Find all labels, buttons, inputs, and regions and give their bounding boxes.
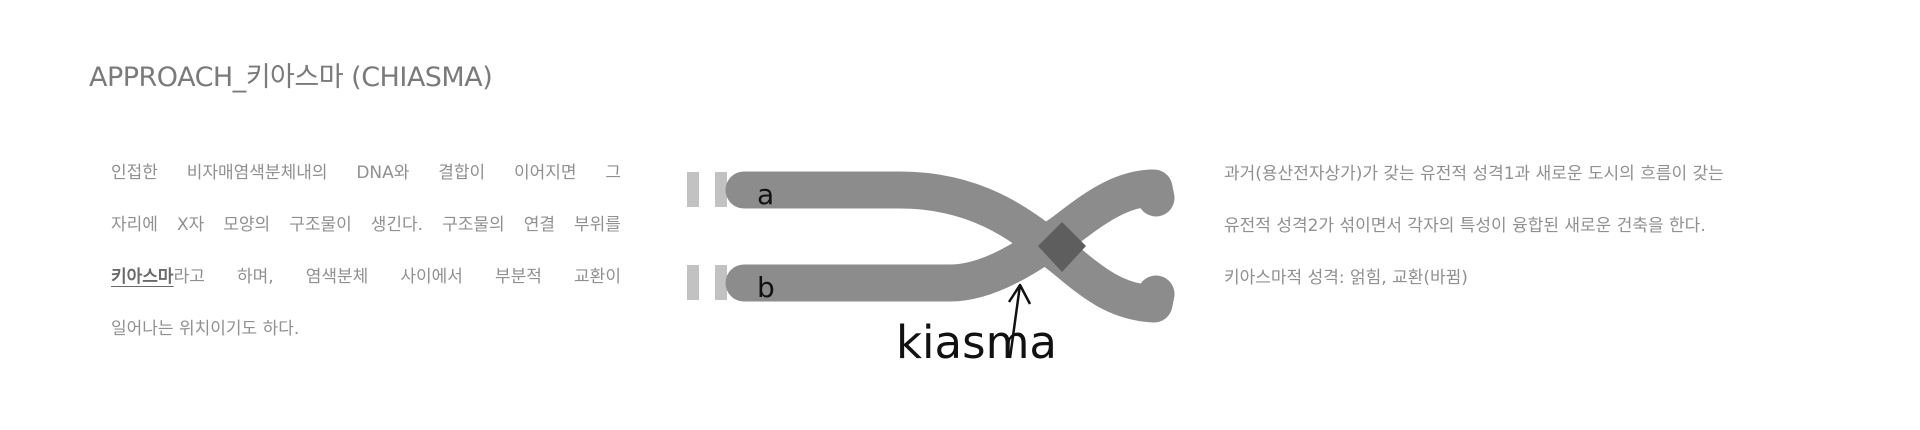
page-title: APPROACH_키아스마 (CHIASMA) [89, 62, 493, 93]
kiasma-pointer-arrow [1007, 283, 1032, 359]
definition-word: 염색분체 [305, 267, 369, 287]
definition-word: 사이에서 [400, 267, 463, 287]
strand-b-tick [687, 265, 699, 300]
definition-word: X자 [176, 215, 205, 235]
definition-word: 구조물의 [442, 215, 505, 235]
definition-word: 생긴다. [370, 215, 424, 235]
concept-line-2: 유전적 성격2가 섞이면서 각자의 특성이 융합된 새로운 건축을 한다. [1224, 216, 1706, 236]
concept-line-1: 과거(용산전자상가)가 갖는 유전적 성격1과 새로운 도시의 흐름이 갖는 [1224, 164, 1724, 184]
definition-word: 결합이 [438, 163, 486, 183]
definition-word: 이어지면 [513, 163, 577, 183]
strand-b-ticks [687, 265, 727, 300]
definition-word: 일어나는 위치이기도 하다. [111, 319, 300, 339]
definition-line-3: 키아스마라고 하며, 염색분체 사이에서 부분적 교환이 [111, 259, 621, 311]
definition-line-1: 인접한 비자매염색분체내의 DNA와 결합이 이어지면 그 [111, 155, 621, 207]
definition-word: 연결 [523, 215, 555, 235]
strand-a-tick [687, 172, 699, 207]
chiasma-crossing [1038, 222, 1086, 272]
definition-word: 키아스마라고 [111, 259, 205, 311]
strand-a-ticks [687, 172, 727, 207]
definition-word: 부위를 [573, 215, 621, 235]
definition-word: 부분적 [495, 267, 542, 287]
concept-line-3: 키아스마적 성격: 얽힘, 교환(바뀜) [1224, 268, 1468, 288]
chiasma-term: 키아스마 [111, 267, 174, 287]
strand-a-tick [715, 172, 727, 207]
definition-word: 인접한 [111, 163, 158, 183]
arrow-shaft [1008, 284, 1022, 359]
definition-word: 교환이 [574, 267, 621, 287]
definition-word-suffix: 라고 [173, 267, 205, 287]
definition-word: 비자매염색분체내의 [186, 163, 328, 183]
definition-word: 하며, [236, 267, 274, 287]
strand-b-tick [715, 265, 727, 300]
label-a: a [757, 178, 774, 211]
definition-word: 자리에 [111, 215, 158, 235]
definition-line-4: 일어나는 위치이기도 하다. [111, 311, 621, 363]
kiasma-label: kiasma [896, 316, 1057, 369]
definition-word: 그 [605, 163, 621, 183]
definition-word: 모양의 [223, 215, 271, 235]
definition-word: DNA와 [356, 163, 410, 183]
arrow-head-icon [1007, 283, 1032, 305]
definition-line-2: 자리에 X자 모양의 구조물이 생긴다. 구조물의 연결 부위를 [111, 207, 621, 259]
label-b: b [757, 271, 775, 304]
chiasma-definition-text: 인접한 비자매염색분체내의 DNA와 결합이 이어지면 그 자리에 X자 모양의… [111, 155, 621, 363]
chiasma-concept-text: 과거(용산전자상가)가 갖는 유전적 성격1과 새로운 도시의 흐름이 갖는 유… [1224, 156, 1724, 312]
definition-word: 구조물이 [289, 215, 352, 235]
